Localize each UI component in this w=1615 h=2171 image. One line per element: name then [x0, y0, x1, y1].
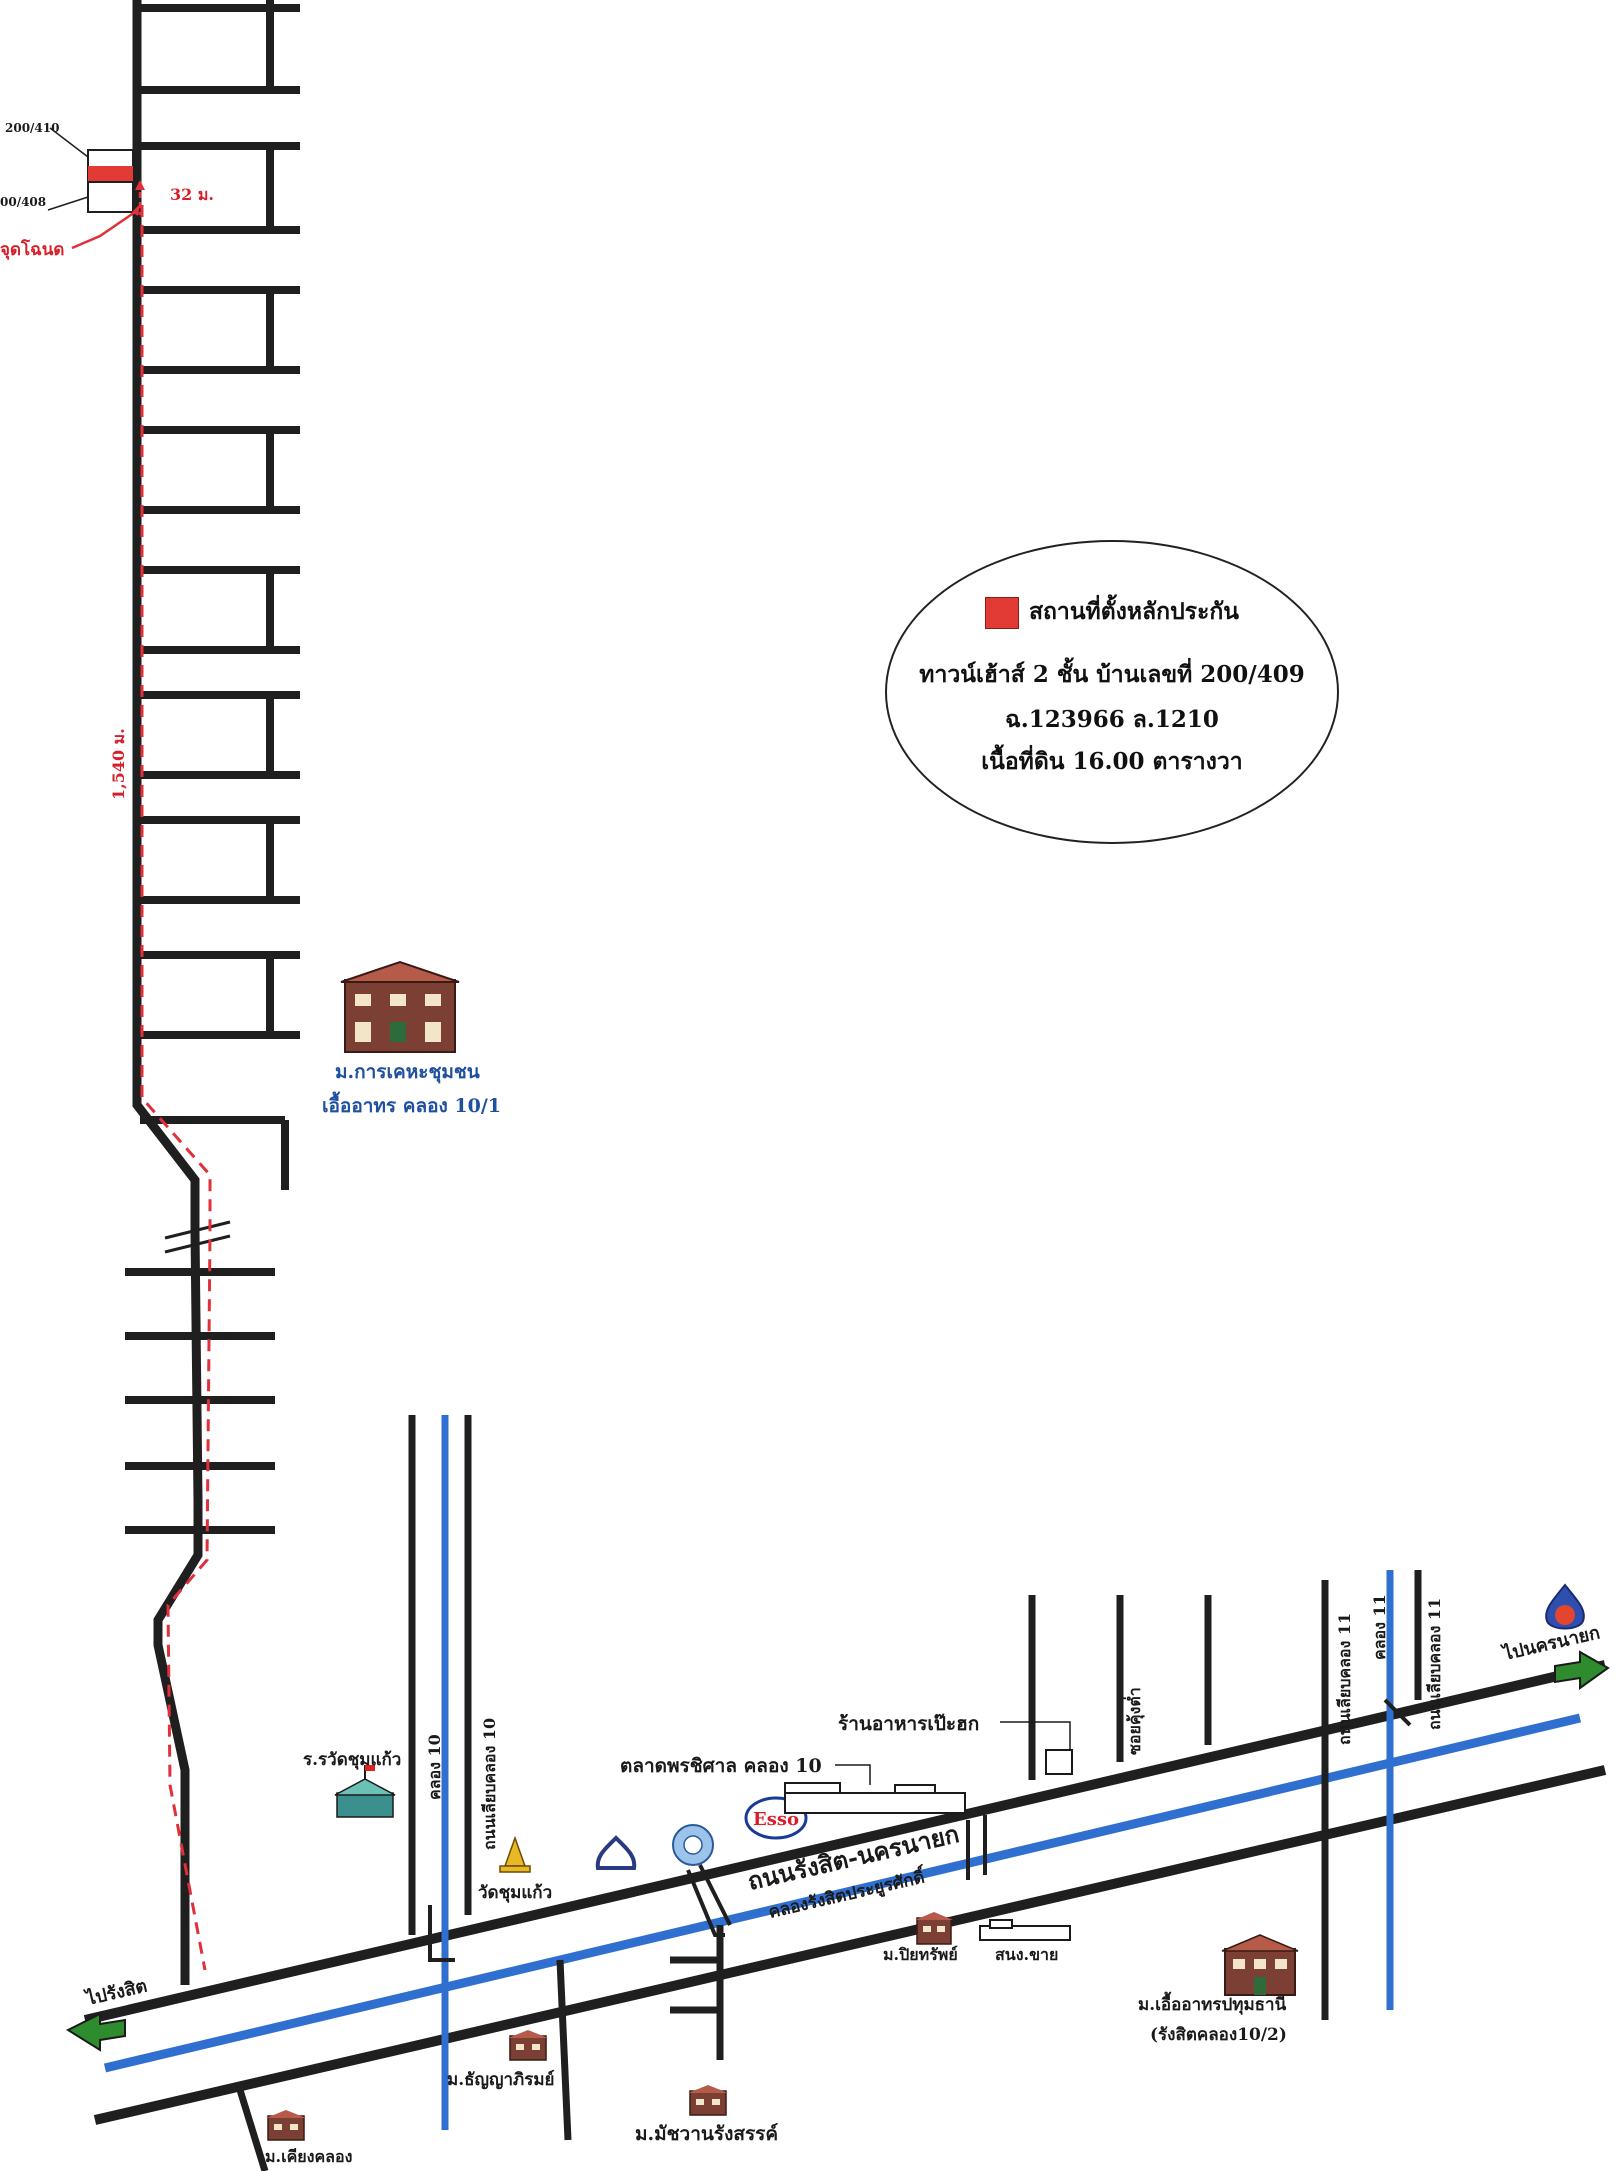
village-khiang-icon: [266, 2110, 306, 2141]
target-parcel: 200/410 00/408 32 ม. จุดโฉนด: [0, 121, 214, 260]
legend-line2: ฉ.123966 ล.1210: [1005, 706, 1219, 733]
distance-short-label: 32 ม.: [170, 185, 214, 204]
esso-label: Esso: [753, 1809, 799, 1830]
village-tanya-icon: [508, 2030, 548, 2061]
village-ua-icon: [1221, 1934, 1299, 1996]
village-piyasap-label: ม.ปิยทรัพย์: [883, 1945, 958, 1964]
village-ua-label: ม.เอื้ออาทรปทุมธานี: [1138, 1991, 1287, 2015]
arrow-to-nakhon-nayok: [1554, 1650, 1610, 1690]
temple-icon: [499, 1835, 531, 1873]
pin-label: จุดโฉนด: [0, 239, 64, 260]
village-matchawan-label: ม.มัชวานรังสรรค์: [635, 2123, 778, 2145]
house-no-top-label: 200/410: [5, 121, 59, 135]
road-canal10-label: ถนนเลียบคลอง 10: [480, 1718, 499, 1850]
legend-line3: เนื้อที่ดิน 16.00 ตารางวา: [981, 748, 1243, 775]
police-label: สนง.ขาย: [995, 1945, 1058, 1964]
side-canals: [441, 1415, 1394, 2130]
distance-long-label: 1,540 ม.: [109, 728, 128, 800]
soi-network: [125, 0, 300, 1985]
road-canal11-left-label: ถนนเลียบคลอง 11: [1335, 1613, 1354, 1745]
market-icon: [784, 1782, 966, 1814]
legend-title: สถานที่ตั้งหลักประกัน: [1028, 598, 1240, 625]
main-highway: [83, 1660, 1607, 2125]
village-matchawan-icon: [688, 2085, 728, 2116]
collateral-swatch-icon: [984, 597, 1019, 629]
arrow-to-rangsit: [65, 2012, 126, 2052]
soi-label: ซอยคุ้งต่ำ: [1123, 1687, 1145, 1755]
village-ua-sublabel: (รังสิตคลอง10/2): [1150, 2025, 1287, 2045]
village-top-icon: [340, 960, 460, 1053]
village-piyasap-icon: [915, 1912, 953, 1945]
restaurant-label: ร้านอาหารเป๊ะฮก: [838, 1713, 979, 1735]
school-icon: [334, 1765, 396, 1818]
legend-title-row: สถานที่ตั้งหลักประกัน: [887, 594, 1337, 630]
canal11-label: คลอง 11: [1370, 1594, 1389, 1660]
village-khiang-label: ม.เคียงคลอง: [265, 2147, 352, 2166]
ptt-logo-icon: [1545, 1583, 1585, 1630]
bridges: [428, 1698, 1412, 1962]
village-tanya-label: ม.ธัญญาภิรมย์: [447, 2069, 555, 2090]
road-break-mark: [164, 1220, 231, 1254]
collateral-marker: [88, 166, 133, 182]
school-label: ร.รวัดชุมแก้ว: [303, 1750, 401, 1770]
route-to-parcel: [140, 205, 212, 1971]
soi-branches: [125, 0, 300, 1534]
canal10-label: คลอง 10: [425, 1734, 444, 1800]
seal-icon: [672, 1824, 714, 1866]
house-no-bottom-label: 00/408: [0, 195, 46, 209]
restaurant-icon: [1045, 1749, 1073, 1775]
police-icon: [979, 1919, 1071, 1941]
temple-label: วัดชุมแก้ว: [478, 1883, 552, 1903]
legend-line1: ทาวน์เฮ้าส์ 2 ชั้น บ้านเลขที่ 200/409: [919, 661, 1305, 688]
legend-box: สถานที่ตั้งหลักประกัน ทาวน์เฮ้าส์ 2 ชั้น…: [885, 540, 1339, 844]
bank-icon: [595, 1835, 637, 1870]
side-roads: [236, 1415, 1422, 2171]
road-canal11-right-label: ถนนเลียบคลอง 11: [1425, 1598, 1444, 1730]
village-top-sublabel: เอื้ออาทร คลอง 10/1: [322, 1091, 501, 1117]
village-top-label: ม.การเคหะชุมชน: [335, 1061, 480, 1084]
market-label: ตลาดพรชิศาล คลอง 10: [620, 1755, 822, 1777]
